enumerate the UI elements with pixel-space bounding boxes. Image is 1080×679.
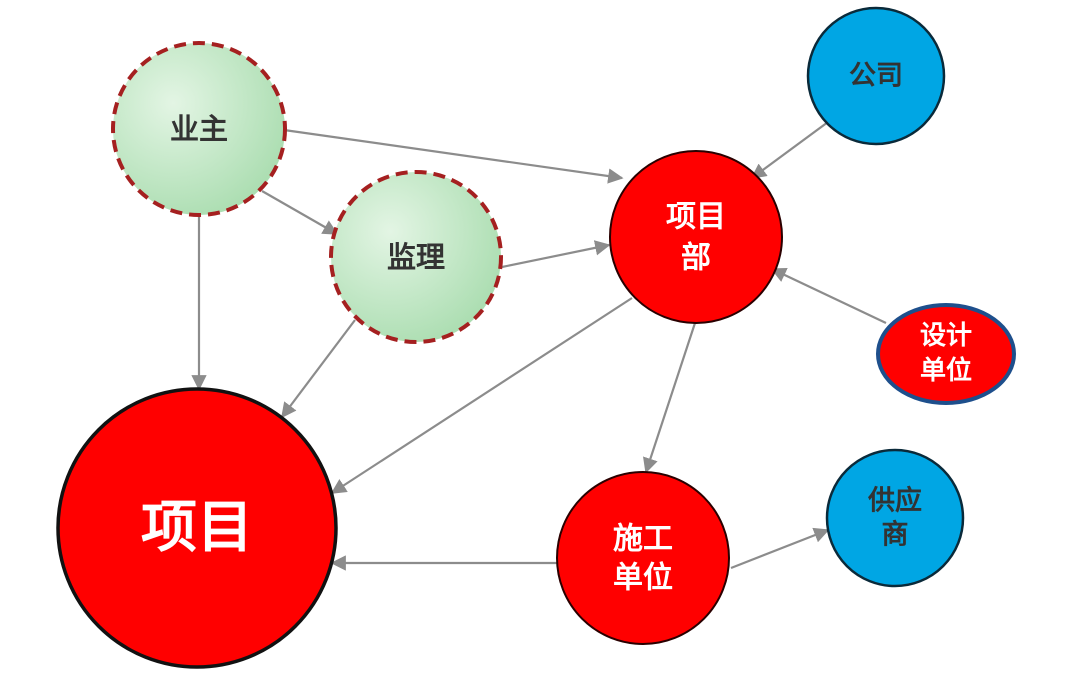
- arrow-supervisor-to-project-dept: [501, 240, 611, 269]
- node-design-unit-circle: [876, 303, 1016, 405]
- arrow-owner-to-project-dept: [283, 128, 624, 184]
- node-construction-unit: 施工 单位: [556, 471, 730, 645]
- arrows: [191, 121, 887, 571]
- node-supplier-label-line1: 供应: [867, 485, 922, 517]
- arrow-company-to-project-dept: [750, 121, 829, 179]
- arrow-design-unit-to-project-dept: [770, 267, 887, 324]
- node-project-circle: [56, 387, 338, 669]
- node-company-label: 公司: [849, 61, 903, 92]
- node-project-dept-label-line1: 项目: [666, 200, 726, 235]
- node-supplier: 供应 商: [825, 448, 965, 588]
- node-company: 公司: [806, 6, 946, 146]
- node-project-dept-label-line2: 部: [681, 241, 711, 276]
- node-supervisor-circle: [329, 170, 503, 344]
- node-design-unit-label-line1: 设计: [920, 321, 972, 351]
- node-construction-unit-label-line1: 施工: [613, 522, 673, 557]
- node-supervisor: 监理: [329, 170, 503, 344]
- arrow-owner-to-supervisor: [261, 190, 339, 235]
- node-project: 项目: [56, 387, 338, 669]
- node-owner: 业主: [111, 41, 287, 217]
- node-project-label: 项目: [141, 496, 253, 561]
- arrow-project-dept-to-construction-unit: [643, 322, 697, 474]
- node-supplier-circle: [825, 448, 965, 588]
- node-construction-unit-circle: [556, 471, 730, 645]
- node-supervisor-label: 监理: [387, 240, 445, 274]
- arrow-supervisor-to-project: [281, 319, 356, 419]
- node-construction-unit-label-line2: 单位: [613, 561, 673, 596]
- arrow-construction-unit-to-supplier: [730, 527, 830, 570]
- node-design-unit-label-line2: 单位: [920, 355, 972, 386]
- node-owner-circle: [111, 41, 287, 217]
- node-company-circle: [806, 6, 946, 146]
- node-supplier-label-line2: 商: [882, 520, 909, 551]
- node-project-dept-circle: [609, 150, 783, 324]
- node-design-unit: 设计 单位: [876, 303, 1016, 405]
- node-owner-label: 业主: [170, 112, 228, 146]
- arrow-project-dept-to-project: [330, 297, 633, 494]
- node-project-dept: 项目 部: [609, 150, 783, 324]
